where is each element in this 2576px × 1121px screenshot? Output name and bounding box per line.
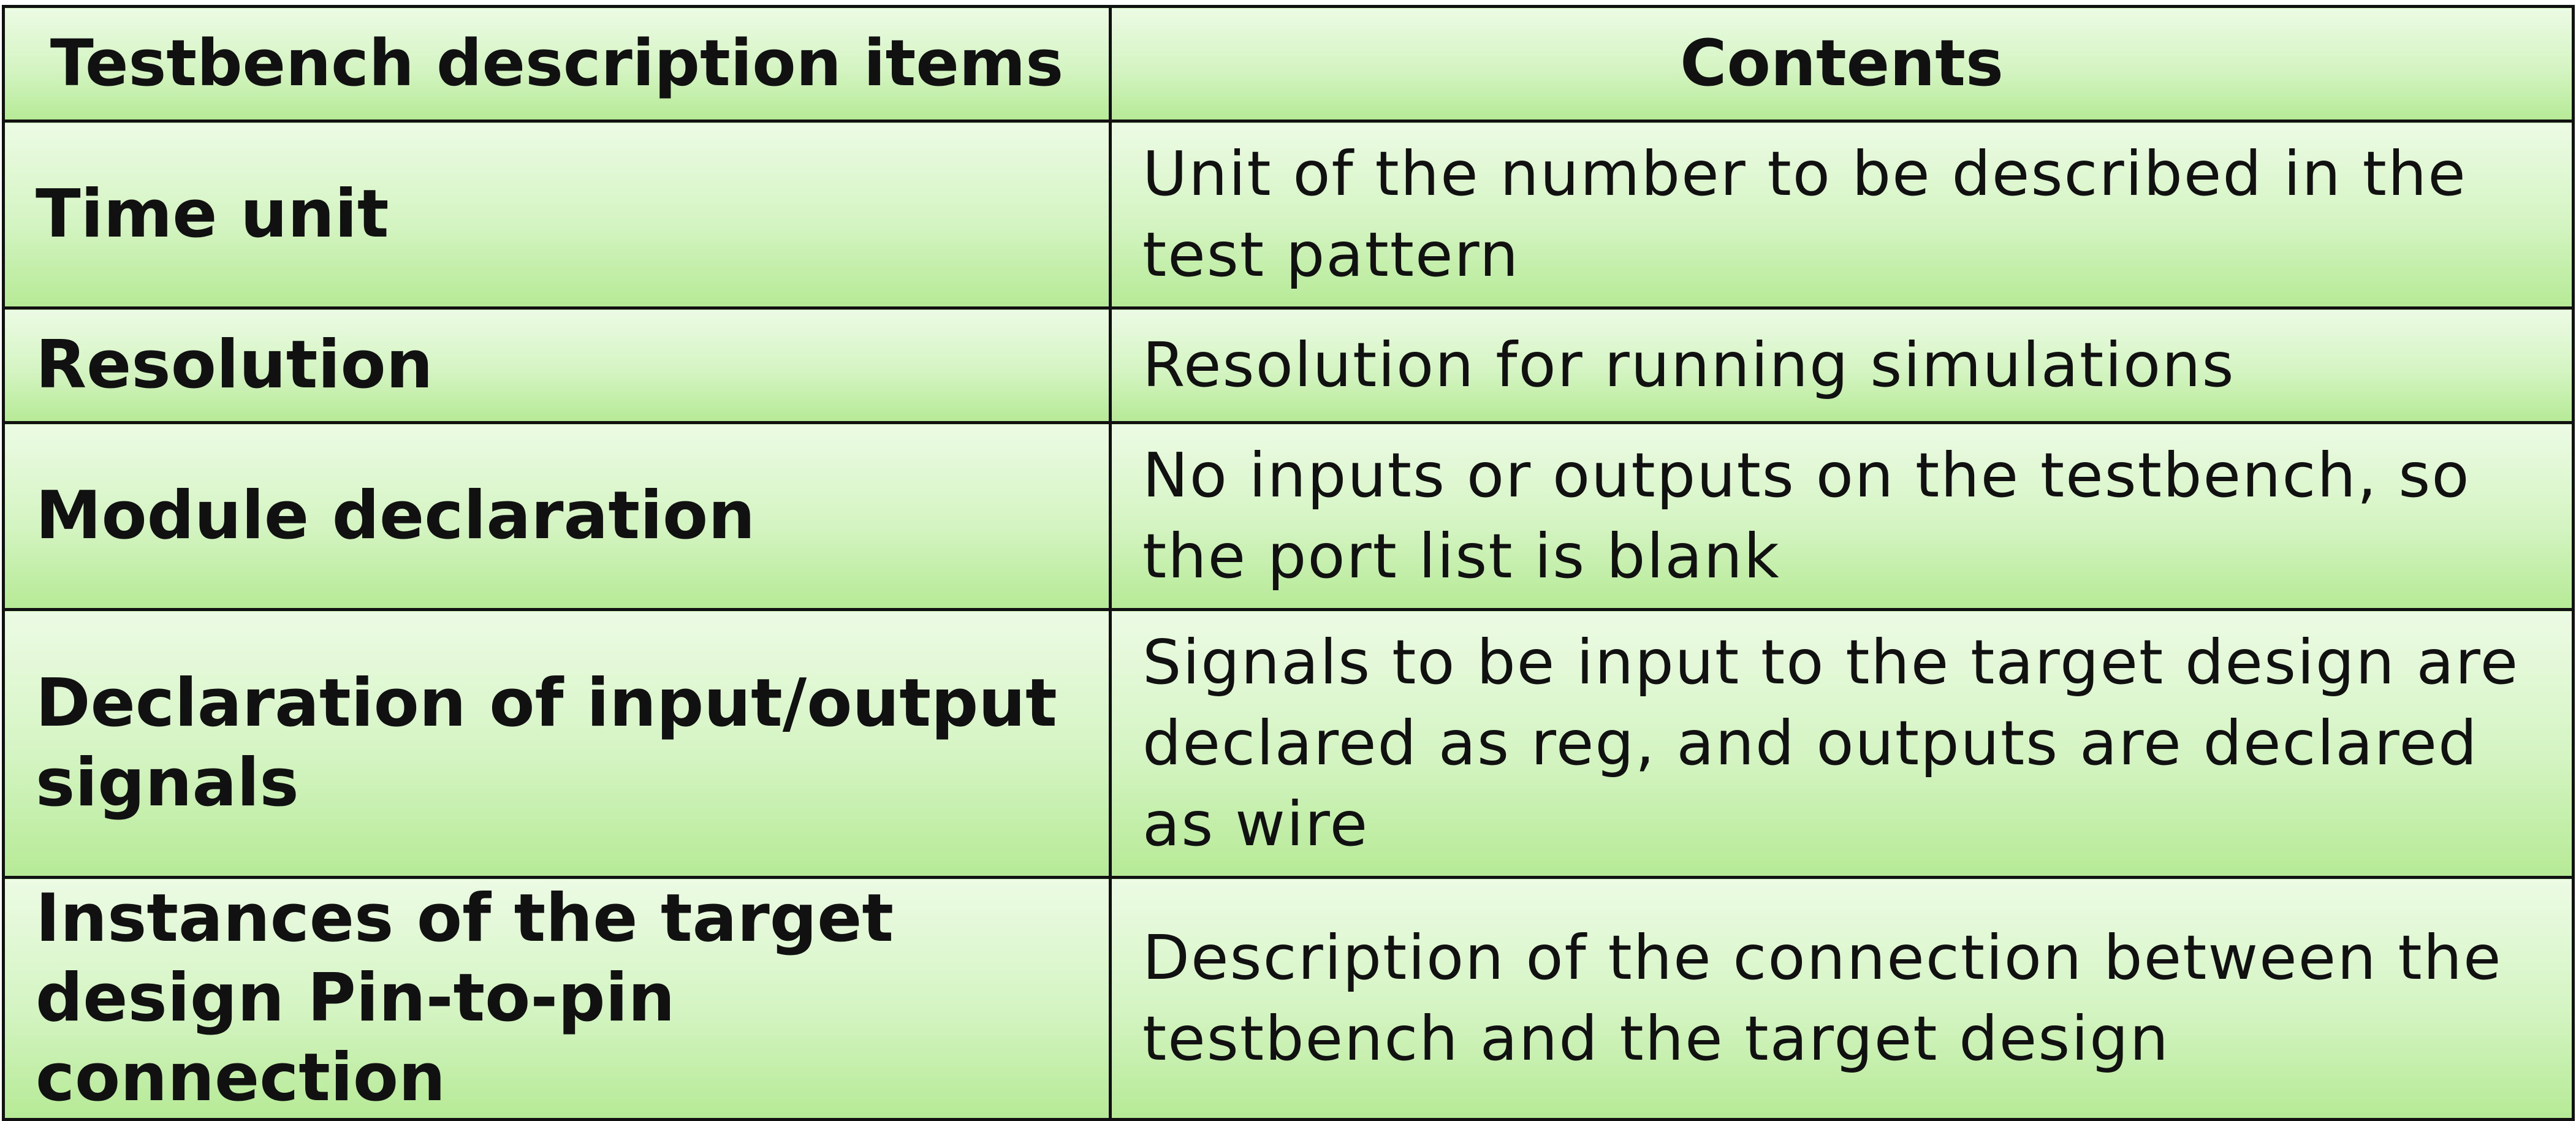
row-contents-time-unit: Unit of the number to be described in th… (1109, 120, 2575, 310)
header-row: Testbench description items Contents (2, 5, 2575, 123)
row-contents-module-declaration: No inputs or outputs on the testbench, s… (1109, 421, 2575, 611)
table-row: Declaration of input/output signals Sign… (2, 608, 2575, 879)
row-item-io-signals: Declaration of input/output signals (2, 608, 1112, 879)
row-item-instances: Instances of the target design Pin-to-pi… (2, 876, 1112, 1121)
table-row: Time unit Unit of the number to be descr… (2, 120, 2575, 310)
row-item-resolution: Resolution (2, 306, 1112, 424)
row-item-module-declaration: Module declaration (2, 421, 1112, 611)
row-contents-io-signals: Signals to be input to the target design… (1109, 608, 2575, 879)
table-row: Instances of the target design Pin-to-pi… (2, 876, 2575, 1121)
table-row: Resolution Resolution for running simula… (2, 306, 2575, 424)
row-contents-resolution: Resolution for running simulations (1109, 306, 2575, 424)
header-items: Testbench description items (2, 5, 1112, 123)
row-contents-instances: Description of the connection between th… (1109, 876, 2575, 1121)
table-row: Module declaration No inputs or outputs … (2, 421, 2575, 611)
row-item-time-unit: Time unit (2, 120, 1112, 310)
header-contents: Contents (1109, 5, 2575, 123)
testbench-description-table: Testbench description items Contents Tim… (2, 5, 2575, 1121)
